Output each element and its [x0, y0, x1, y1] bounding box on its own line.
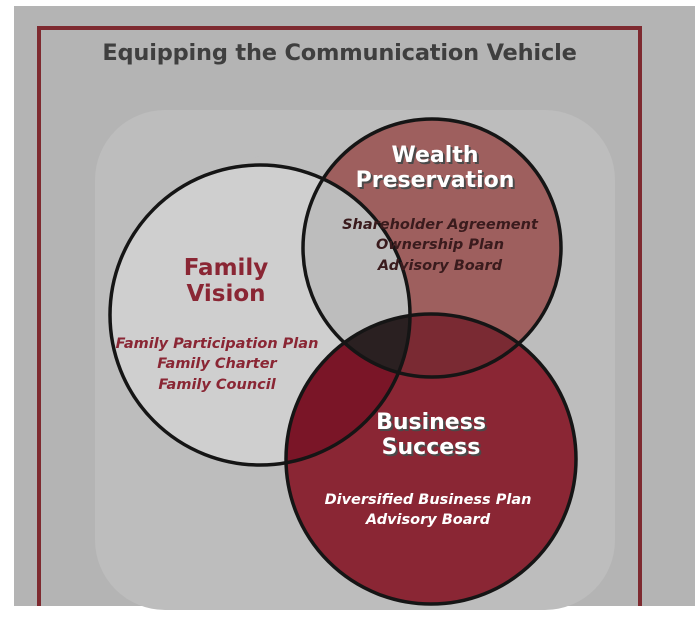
wealth-preservation-heading: Wealth Preservation: [325, 143, 545, 194]
list-item: Family Charter: [157, 356, 277, 373]
heading-line: Preservation: [355, 168, 515, 194]
heading-line: Success: [381, 435, 481, 461]
heading-line: Wealth: [391, 143, 479, 168]
list-item: Advisory Board: [377, 257, 503, 274]
list-item: Family Participation Plan: [115, 336, 319, 352]
heading-line: Vision: [186, 281, 266, 308]
family-vision-heading: Family Vision: [126, 255, 326, 308]
wealth-preservation-items: Shareholder Agreement Ownership Plan Adv…: [330, 215, 550, 276]
list-item: Ownership Plan: [375, 237, 505, 254]
list-item: Advisory Board: [365, 512, 491, 529]
diagram-frame: [37, 26, 642, 606]
wealth-preservation-outline: [301, 117, 563, 379]
heading-line: Business: [376, 410, 486, 435]
list-item: Family Council: [158, 376, 276, 393]
heading-line: Family: [183, 255, 269, 281]
list-item: Shareholder Agreement: [342, 217, 538, 233]
list-item: Diversified Business Plan: [324, 492, 532, 508]
family-business-overlap: [286, 314, 410, 465]
diagram-title: Equipping the Communication Vehicle: [102, 40, 577, 66]
business-success-outline: [284, 312, 578, 606]
business-success-items: Diversified Business Plan Advisory Board: [303, 490, 553, 531]
business-success-heading: Business Success: [321, 410, 541, 461]
family-vision-items: Family Participation Plan Family Charter…: [112, 334, 322, 395]
